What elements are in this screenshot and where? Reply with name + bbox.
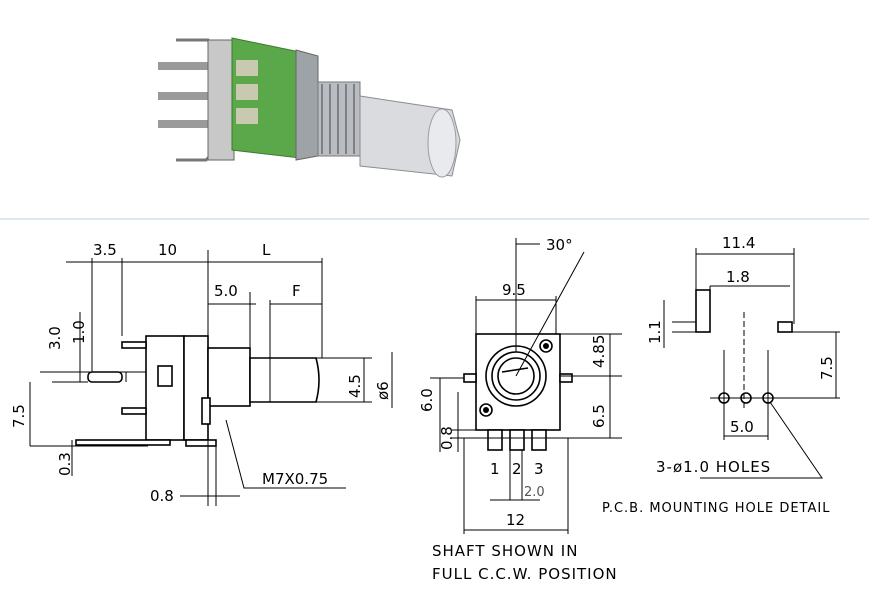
dim-5-0-pcb: 5.0 [730, 418, 754, 436]
dim-4-85: 4.85 [590, 335, 608, 368]
front-view: 30° 1 2 3 2.0 9.5 4.85 6.5 6.0 0.8 [418, 236, 622, 583]
dim-0-3: 0.3 [56, 452, 74, 476]
dim-4-5: 4.5 [346, 374, 364, 398]
dim-10: 10 [158, 241, 177, 259]
note-line-2: FULL C.C.W. POSITION [432, 565, 618, 583]
angle-30: 30° [546, 236, 573, 254]
dim-3-5: 3.5 [93, 241, 117, 259]
side-bushing [207, 347, 251, 407]
dim-6-0: 6.0 [418, 388, 436, 412]
pin-1: 1 [490, 460, 500, 478]
dim-0-8-front: 0.8 [438, 426, 456, 450]
pcb-detail: 11.4 1.8 1.1 7.5 5.0 3-ø1.0 HOLES P.C.B.… [602, 234, 840, 516]
mount-slot-right [777, 321, 793, 333]
side-body [145, 335, 185, 441]
pin-2: 2 [512, 460, 522, 478]
holes-note: 3-ø1.0 HOLES [656, 458, 771, 476]
side-view: 3.5 10 L 5.0 F 3.0 1.0 7.5 0.3 4.5 ø6 0.… [10, 241, 393, 506]
dim-1-0: 1.0 [70, 320, 88, 344]
dim-F: F [292, 282, 301, 300]
dim-6-5: 6.5 [590, 404, 608, 428]
dim-0-8-side: 0.8 [150, 487, 174, 505]
dim-2-0: 2.0 [524, 485, 545, 500]
potentiometer-photo [158, 37, 461, 178]
mount-slot-left [695, 289, 711, 333]
thread-callout: M7X0.75 [262, 470, 328, 488]
dim-1-8: 1.8 [726, 268, 750, 286]
dim-L: L [262, 241, 271, 259]
dim-12: 12 [506, 511, 525, 529]
pin-3: 3 [534, 460, 544, 478]
pcb-detail-title: P.C.B. MOUNTING HOLE DETAIL [602, 501, 830, 516]
dim-3-0: 3.0 [46, 326, 64, 350]
dim-9-5: 9.5 [502, 281, 526, 299]
dim-11-4: 11.4 [722, 234, 755, 252]
angle-line [515, 251, 585, 377]
side-shaft [249, 357, 320, 403]
terminal-pin [87, 371, 123, 383]
dim-phi6: ø6 [374, 381, 392, 400]
dim-7-5-side: 7.5 [10, 404, 28, 428]
dim-5-0-side: 5.0 [214, 282, 238, 300]
dim-1-1: 1.1 [646, 320, 664, 344]
dim-7-5-pcb: 7.5 [818, 356, 836, 380]
note-line-1: SHAFT SHOWN IN [432, 542, 578, 560]
